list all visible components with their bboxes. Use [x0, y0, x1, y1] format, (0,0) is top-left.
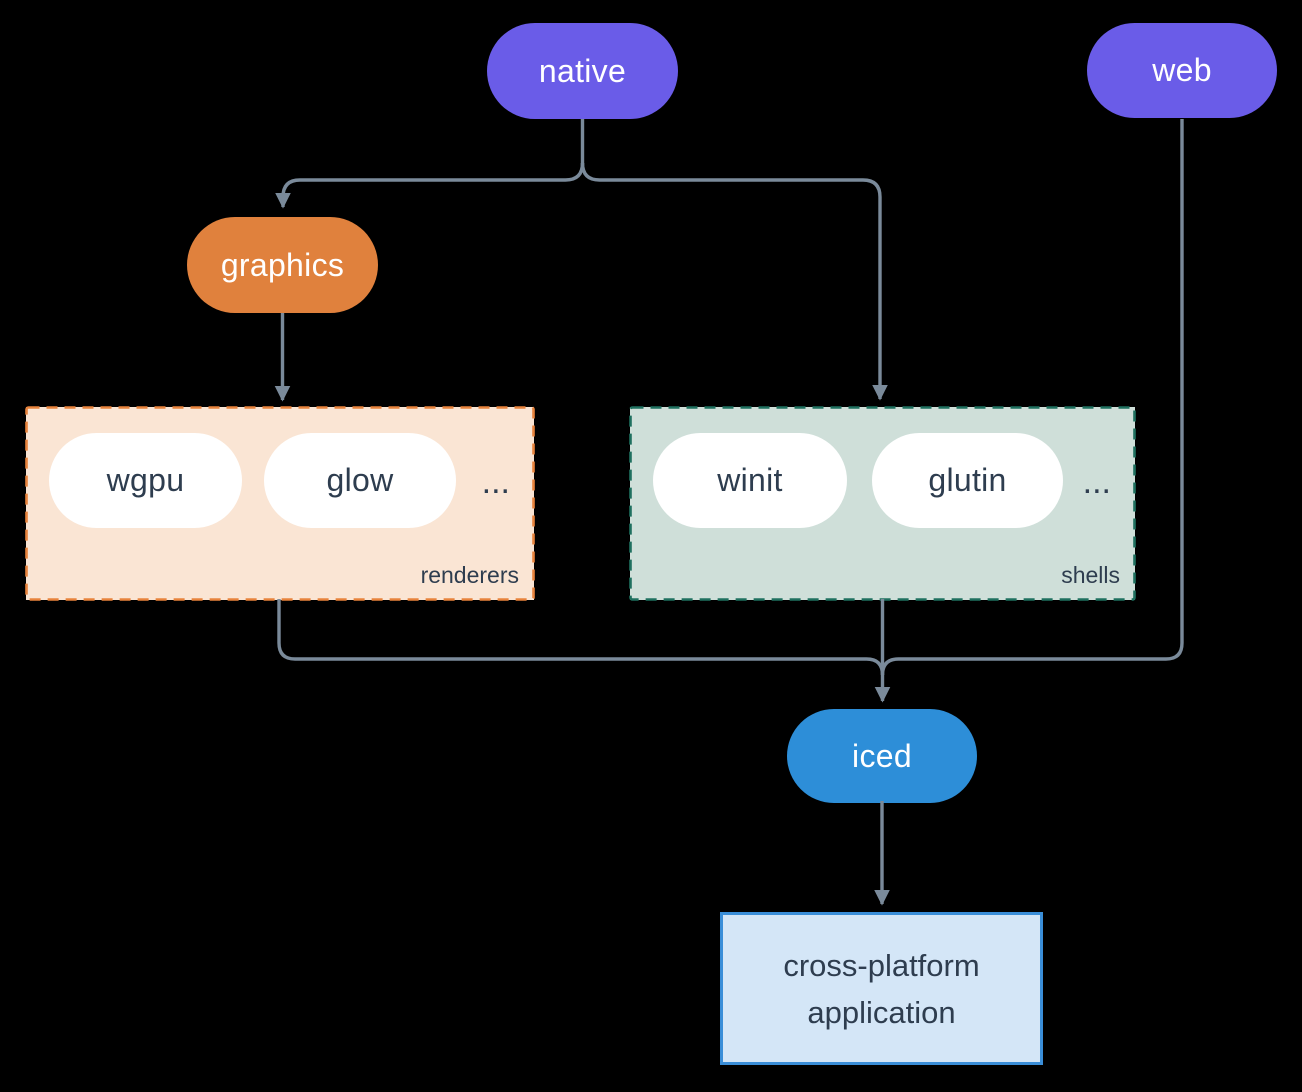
node-web: web [1087, 23, 1277, 118]
node-graphics: graphics [187, 217, 378, 313]
node-winit-label: winit [717, 462, 783, 498]
group-shells-label: shells [1061, 562, 1120, 588]
node-native-label: native [538, 52, 627, 89]
renderers-ellipsis: ... [481, 463, 510, 501]
node-application-line2: application [807, 994, 956, 1030]
node-glow: glow [264, 433, 456, 528]
shells-ellipsis: ... [1082, 463, 1111, 501]
group-renderers: wgpu glow ... renderers [26, 407, 534, 600]
node-web-label: web [1152, 52, 1212, 88]
node-wgpu-label: wgpu [106, 462, 185, 498]
node-graphics-label: graphics [220, 246, 345, 283]
node-application: cross-platform application [720, 912, 1043, 1065]
node-glutin-label: glutin [928, 462, 1007, 498]
node-iced-label: iced [852, 737, 912, 774]
node-wgpu: wgpu [49, 433, 242, 528]
node-glutin: glutin [872, 433, 1063, 528]
group-renderers-label: renderers [420, 562, 519, 588]
node-glow-label: glow [326, 462, 394, 498]
node-iced: iced [787, 709, 977, 803]
node-application-line1: cross-platform [783, 947, 980, 983]
group-shells: winit glutin ... shells [630, 407, 1135, 600]
node-native: native [487, 23, 678, 119]
node-winit: winit [653, 433, 847, 528]
